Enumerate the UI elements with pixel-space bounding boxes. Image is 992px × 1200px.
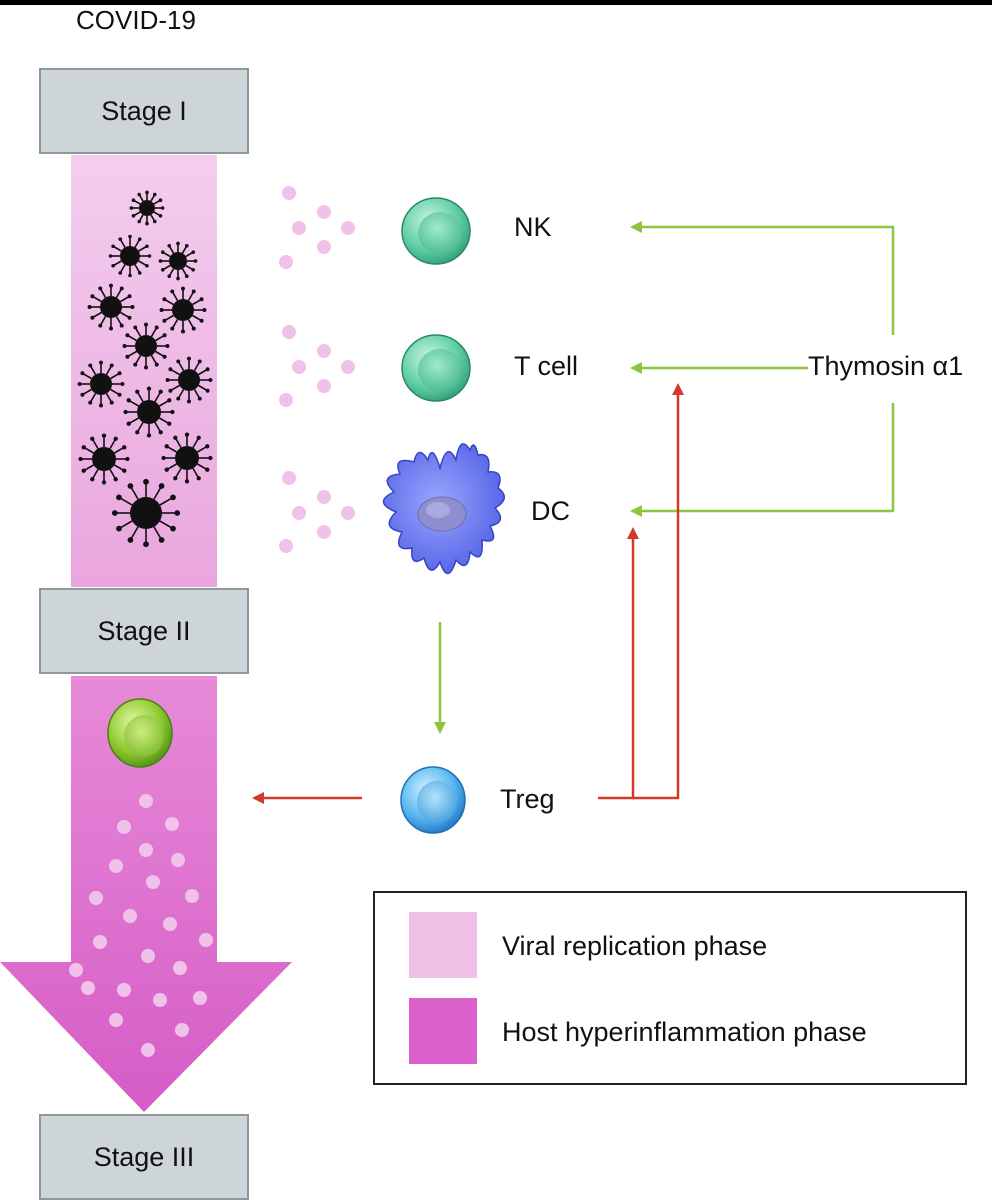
legend: Viral replication phase Host hyperinflam… xyxy=(373,891,967,1085)
stage-3-box: Stage III xyxy=(39,1114,249,1200)
cytokine-dot xyxy=(317,205,331,219)
cytokine-dot xyxy=(173,961,187,975)
treg-cell-icon xyxy=(400,766,466,834)
stage-1-box: Stage I xyxy=(39,68,249,154)
cytokine-dot xyxy=(317,379,331,393)
cytokine-dot xyxy=(282,325,296,339)
cytokine-dot xyxy=(341,360,355,374)
virus-icon xyxy=(111,478,181,548)
virus-icon xyxy=(129,190,165,226)
cytokine-dot xyxy=(153,993,167,1007)
virus-icon xyxy=(165,356,213,404)
arrow-treg-to-tcell xyxy=(633,383,684,800)
thymosin-arrows xyxy=(434,221,895,734)
legend-swatch-hyperinflammation xyxy=(409,998,477,1064)
cytokine-dot xyxy=(139,794,153,808)
cytokine-dot xyxy=(89,891,103,905)
top-rule xyxy=(0,0,992,5)
stage-2-label: Stage II xyxy=(97,615,191,646)
cytokine-dot xyxy=(163,917,177,931)
treg-arrows xyxy=(252,383,684,804)
virus-icon xyxy=(87,283,135,331)
cytokine-dot xyxy=(317,490,331,504)
diagram-title: COVID-19 xyxy=(76,5,196,35)
virus-icon xyxy=(108,234,152,278)
virus-icon xyxy=(78,433,130,485)
cytokine-dot xyxy=(109,859,123,873)
cytokine-dot xyxy=(292,506,306,520)
cytokine-dot xyxy=(185,889,199,903)
virus-icon xyxy=(122,322,170,370)
hyperinflammation-arrow xyxy=(0,676,292,1112)
stage-3-label: Stage III xyxy=(93,1141,195,1172)
legend-swatch-viral xyxy=(409,912,477,978)
cytokine-dot xyxy=(341,221,355,235)
virus-icon xyxy=(123,386,175,438)
cytokine-dot xyxy=(117,983,131,997)
legend-label-hyperinflammation: Host hyperinflammation phase xyxy=(502,1017,867,1047)
cytokine-dot xyxy=(279,255,293,269)
t-cell-icon xyxy=(401,334,471,402)
dendritic-cell-icon xyxy=(382,443,505,575)
arrow-treg-to-dc xyxy=(598,527,639,800)
cytokine-dot xyxy=(141,949,155,963)
arrow-thymosin-to-nk xyxy=(630,221,895,335)
virus-icon xyxy=(77,360,125,408)
cytokine-dot xyxy=(109,1013,123,1027)
cytokine-dot xyxy=(139,843,153,857)
nk-label: NK xyxy=(514,212,552,242)
virus-icon xyxy=(161,432,213,484)
cytokine-dot xyxy=(81,981,95,995)
virus-icon xyxy=(158,241,198,281)
cytokine-dot xyxy=(279,393,293,407)
cytokine-dot xyxy=(317,525,331,539)
virus-cluster xyxy=(77,190,213,548)
cytokine-dot xyxy=(341,506,355,520)
treg-label: Treg xyxy=(500,784,555,814)
lime-cell-icon xyxy=(107,698,173,768)
thymosin-label: Thymosin α1 xyxy=(808,351,964,381)
stage-1-label: Stage I xyxy=(101,95,187,126)
dc-label: DC xyxy=(531,496,570,526)
legend-label-viral: Viral replication phase xyxy=(502,931,768,961)
t-cell-label: T cell xyxy=(514,351,579,381)
cytokine-dot xyxy=(175,1023,189,1037)
cytokine-dot xyxy=(199,933,213,947)
cytokine-dots xyxy=(69,186,355,1057)
arrow-thymosin-to-dc xyxy=(630,403,895,517)
cytokine-dot xyxy=(292,221,306,235)
cytokine-dot xyxy=(93,935,107,949)
cytokine-dot xyxy=(171,853,185,867)
cytokine-dot xyxy=(69,963,83,977)
cytokine-dot xyxy=(282,471,296,485)
cytokine-dot xyxy=(317,344,331,358)
cytokine-dot xyxy=(123,909,137,923)
cytokine-dot xyxy=(146,875,160,889)
cytokine-dot xyxy=(279,539,293,553)
cytokine-dot xyxy=(117,820,131,834)
cytokine-dot xyxy=(141,1043,155,1057)
nk-cell-icon xyxy=(401,197,471,265)
cytokine-dot xyxy=(292,360,306,374)
cytokine-dot xyxy=(282,186,296,200)
stage-2-box: Stage II xyxy=(39,588,249,674)
cytokine-dot xyxy=(193,991,207,1005)
cytokine-dot xyxy=(165,817,179,831)
virus-icon xyxy=(159,286,207,334)
cytokine-dot xyxy=(317,240,331,254)
